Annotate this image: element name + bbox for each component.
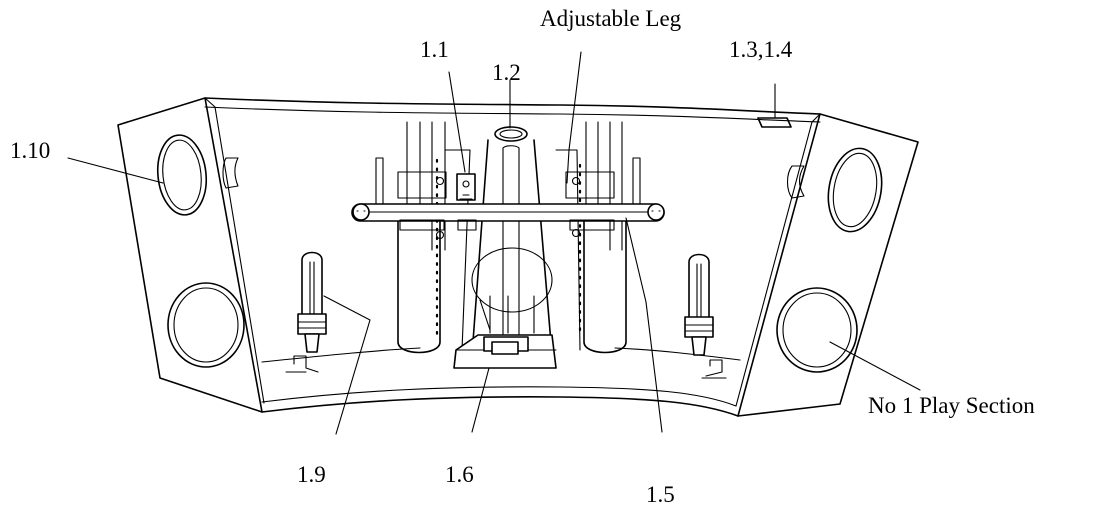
label-1-1: 1.1 xyxy=(420,37,449,62)
label-1-5: 1.5 xyxy=(646,482,675,507)
top-cutout xyxy=(757,117,792,128)
label-play-section: No 1 Play Section xyxy=(868,393,1035,418)
left-lower-hole xyxy=(167,282,245,368)
label-1-10: 1.10 xyxy=(10,138,50,163)
left-light-bulb xyxy=(285,251,327,373)
label-1-9: 1.9 xyxy=(297,462,326,487)
support-columns xyxy=(375,121,641,356)
right-side-panel xyxy=(735,113,919,417)
leader-lines xyxy=(67,51,921,435)
label-adjustable-leg: Adjustable Leg xyxy=(540,6,682,31)
right-lower-hole xyxy=(776,287,858,373)
left-side-panel xyxy=(117,97,265,413)
label-1-6: 1.6 xyxy=(445,462,474,487)
left-upper-hole xyxy=(156,134,208,216)
right-upper-hole xyxy=(827,147,883,233)
right-light-bulb xyxy=(684,253,727,379)
label-1-2: 1.2 xyxy=(492,60,521,85)
cabinet-frame xyxy=(204,97,821,417)
top-round-hole xyxy=(494,126,528,142)
switch-box xyxy=(456,173,476,201)
base-plate xyxy=(453,295,557,369)
horizontal-bar xyxy=(351,203,665,231)
label-1-3-1-4: 1.3,1.4 xyxy=(729,37,793,62)
